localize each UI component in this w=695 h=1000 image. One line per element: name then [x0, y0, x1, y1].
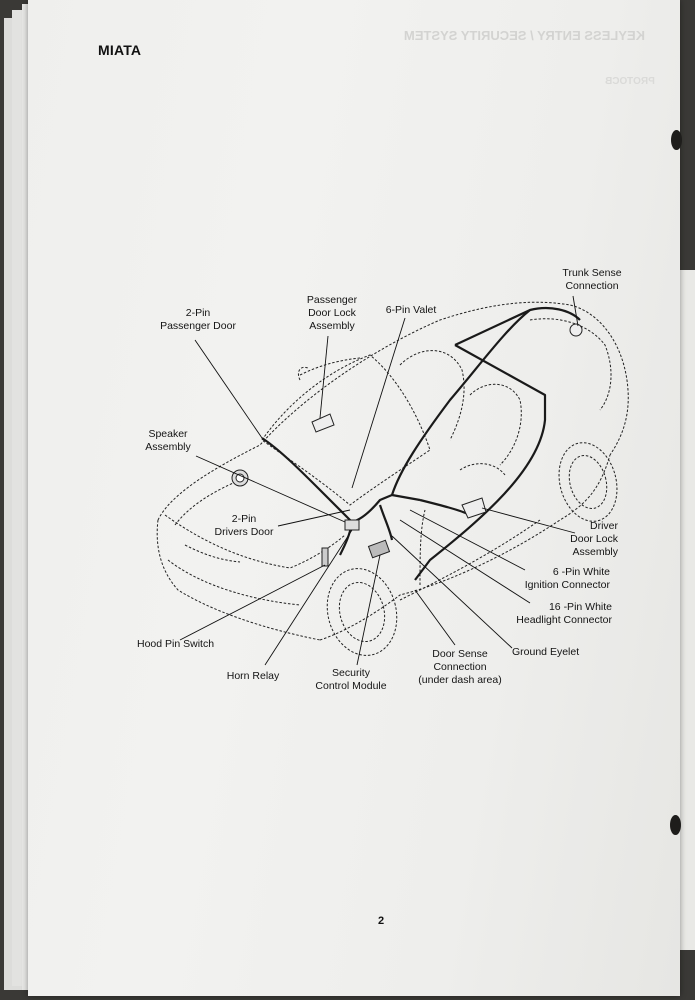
document-header: MIATA: [98, 42, 142, 58]
callout-valet-6pin: 6-Pin Valet: [385, 304, 437, 316]
callout-door-sense: Door Sense Connection (under dash area): [418, 648, 502, 686]
callout-security-module: Security Control Module: [315, 667, 387, 692]
callout-ground-eyelet: Ground Eyelet: [512, 646, 580, 658]
binder-hole: [671, 130, 682, 150]
callout-passenger-door-2pin: 2-Pin Passenger Door: [160, 307, 236, 332]
callout-trunk-sense: Trunk Sense Connection: [562, 267, 622, 292]
callout-drivers-door-2pin: 2-Pin Drivers Door: [214, 513, 274, 538]
callout-ignition-6pin: 6 -Pin White Ignition Connector: [524, 566, 610, 591]
page-number: 2: [378, 915, 385, 927]
binder-hole: [670, 815, 681, 835]
callout-hood-pin: Hood Pin Switch: [137, 638, 215, 650]
callout-passenger-door-lock: Passenger Door Lock Assembly: [306, 294, 358, 332]
callout-speaker: Speaker Assembly: [145, 428, 191, 453]
car-outline: [156, 301, 629, 656]
callout-horn-relay: Horn Relay: [226, 670, 280, 682]
callout-headlight-16pin: 16 -Pin White Headlight Connector: [516, 601, 612, 626]
callout-driver-door-lock: Driver Door Lock Assembly: [570, 520, 618, 558]
document-page: [28, 0, 680, 996]
components: [231, 323, 583, 567]
callout-leaders: [179, 295, 579, 666]
wire-harness: [261, 306, 581, 581]
